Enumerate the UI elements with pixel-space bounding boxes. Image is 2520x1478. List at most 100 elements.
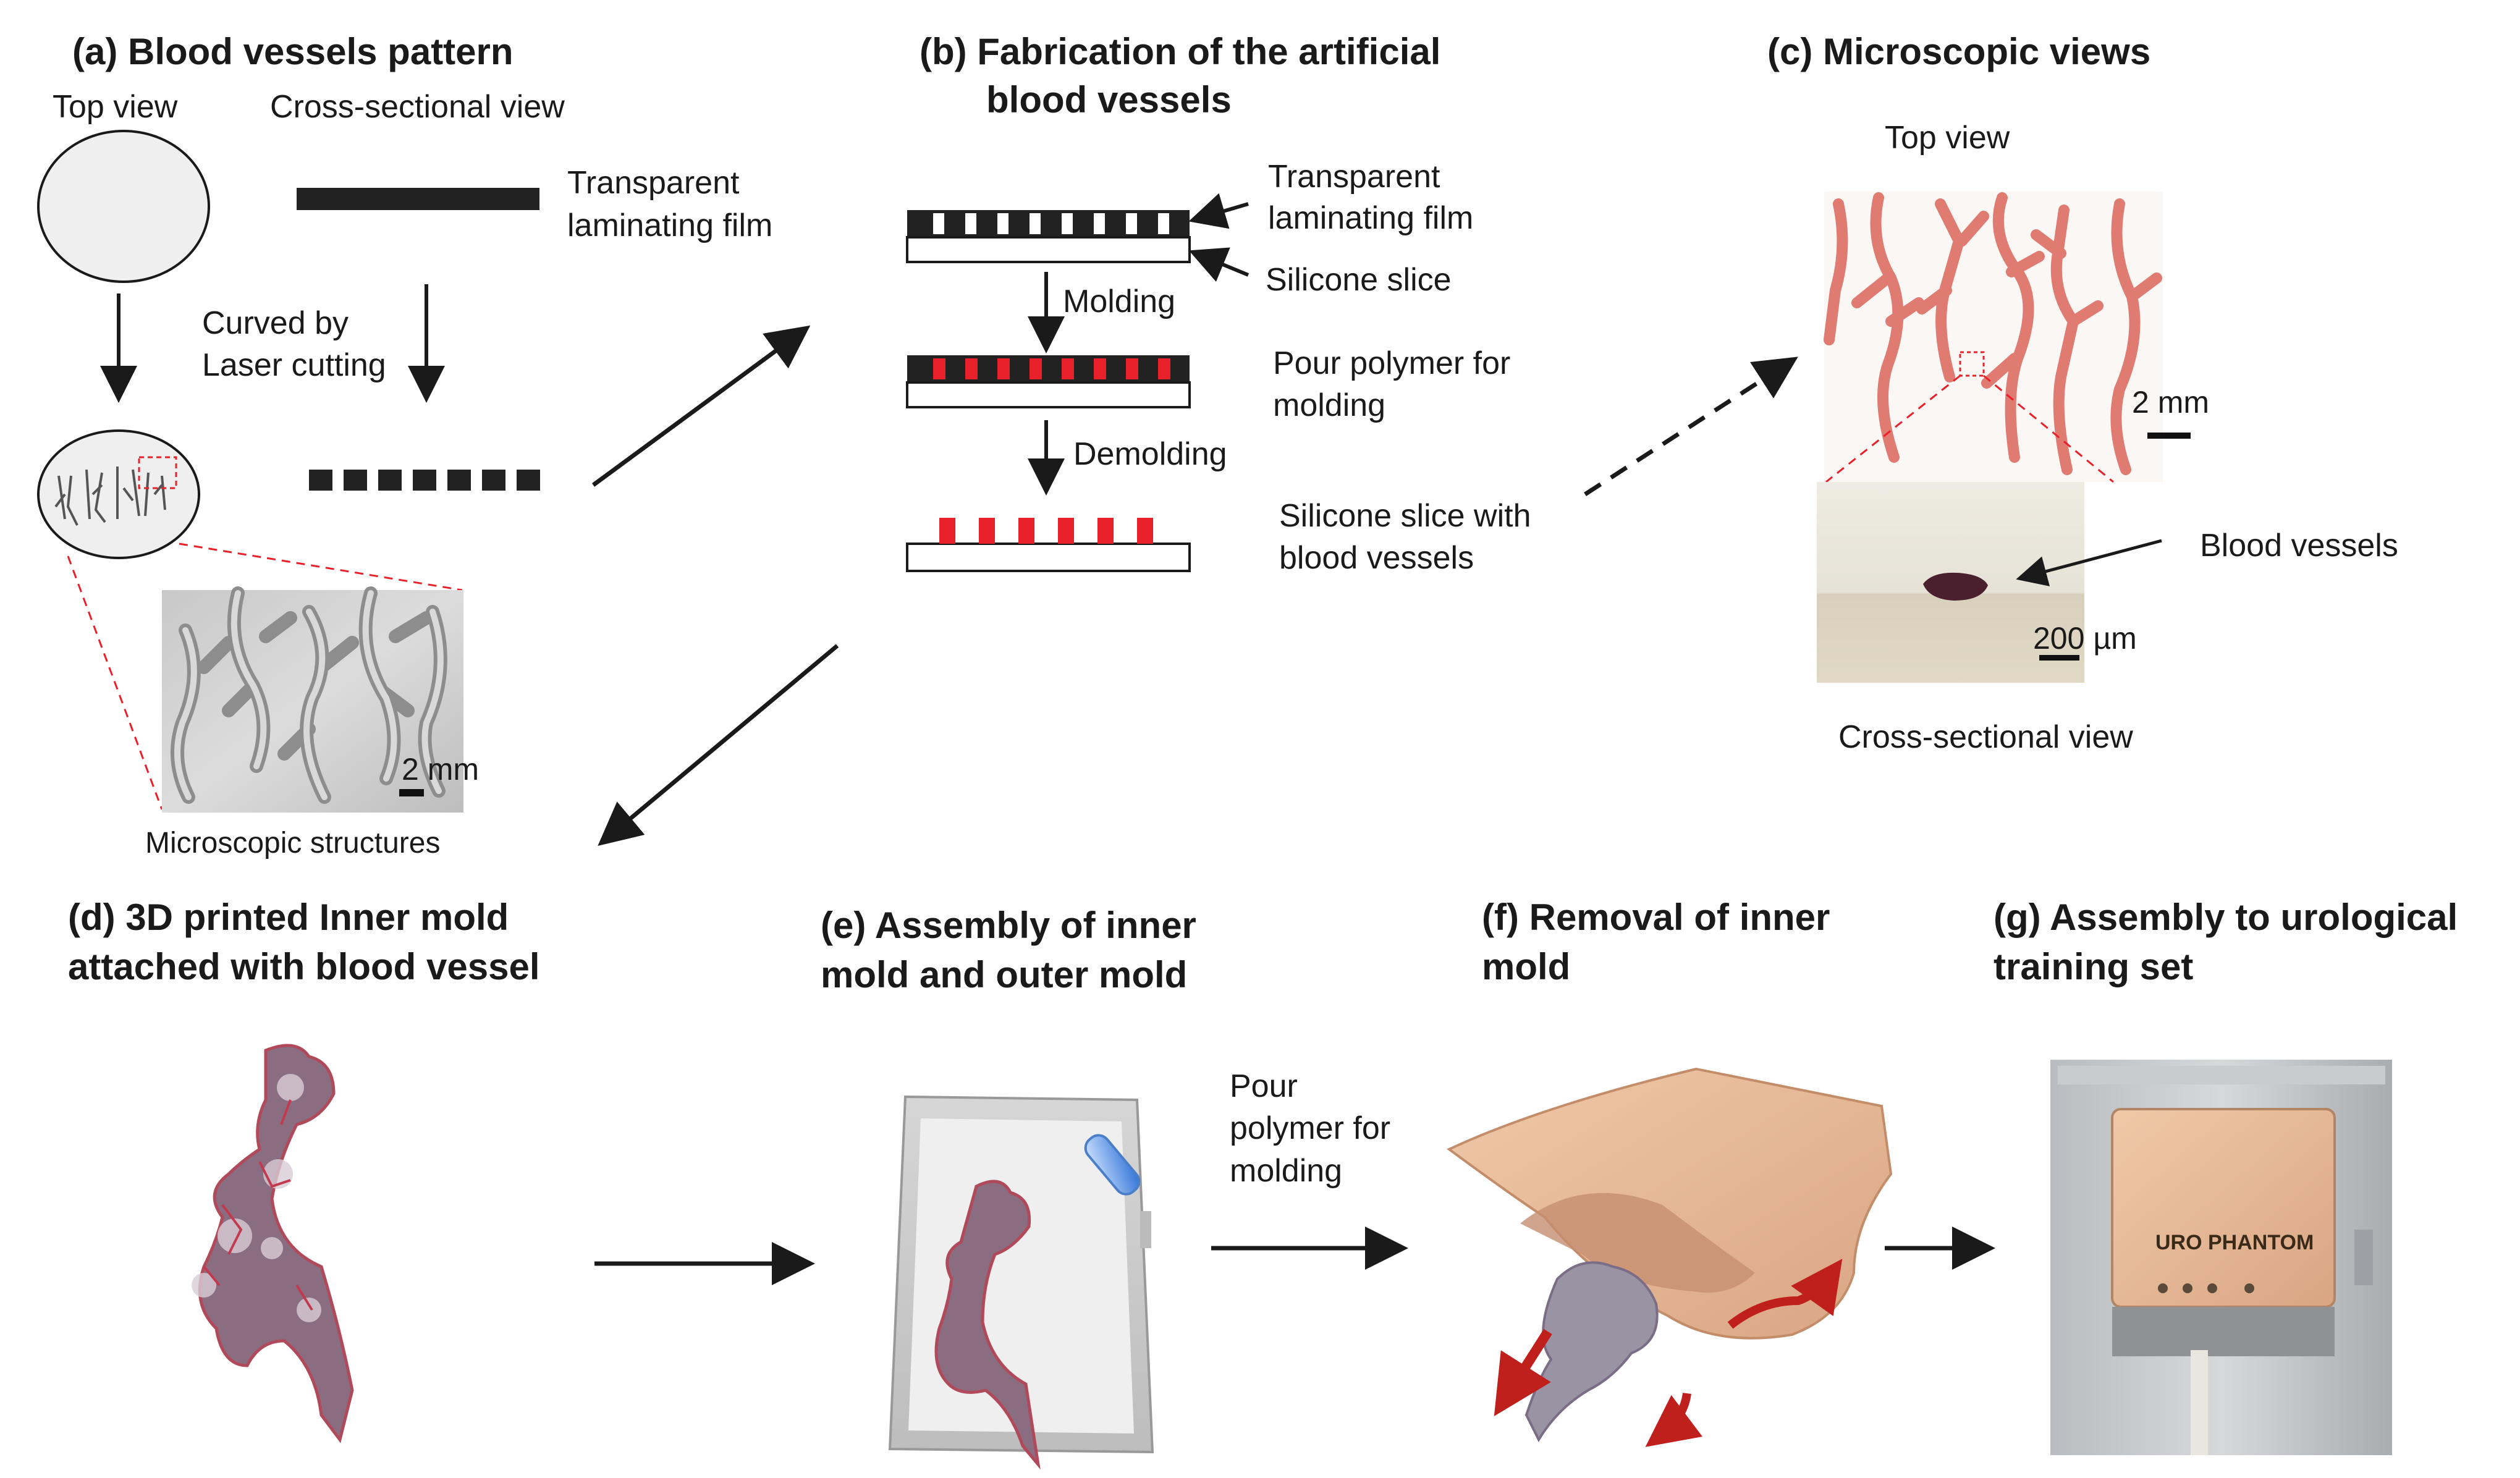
stack-film-on-silicone [906, 210, 1191, 263]
film-gap [933, 213, 944, 234]
panel-d: (d) 3D printed Inner mold attached with … [68, 897, 540, 1443]
panel-f-title-1: (f) Removal of inner [1482, 897, 1830, 938]
panel-g: (g) Assembly to urological training set … [1994, 897, 2458, 1455]
panel-f-title-2: mold [1482, 946, 1570, 987]
arrow-b-to-c [1584, 357, 1798, 496]
arrow-b-to-d [598, 644, 839, 846]
c-zoom-line-right [1983, 374, 2114, 483]
panel-c-top-view-label: Top view [1885, 120, 2010, 156]
panel-a-title: (a) Blood vessels pattern [72, 31, 514, 72]
panel-c-vessels-label: Blood vessels [2200, 528, 2398, 564]
polymer-fill [1094, 358, 1106, 379]
film-strip-block [482, 470, 505, 491]
film-strip-block [309, 470, 332, 491]
training-set-photo [2050, 1060, 2392, 1455]
vessel-block [1018, 518, 1034, 544]
outer-mold-block [1447, 1067, 1893, 1340]
vessel-block [1097, 518, 1114, 544]
disc-zoom-box [138, 456, 177, 489]
zoom-line-left [67, 555, 163, 810]
polymer-fill [1158, 358, 1170, 379]
panel-b-title-2: blood vessels [986, 79, 1232, 120]
film-gap [1030, 213, 1041, 234]
film-gap [1062, 213, 1073, 234]
arrow-a-to-b [591, 325, 811, 487]
top-view-disc [37, 130, 210, 283]
film-gap [1094, 213, 1105, 234]
panel-b-silicone-label: Silicone slice [1266, 262, 1452, 298]
panel-e-pour-label-3: molding [1230, 1153, 1342, 1189]
panel-c-scale-top: 2 mm [2132, 385, 2209, 420]
stack-poured-polymer [906, 355, 1191, 408]
cut-film-strip [309, 470, 554, 491]
panel-g-title-2: training set [1994, 946, 2193, 987]
panel-c-scale-cross: 200 µm [2033, 621, 2137, 656]
vessel-block [1058, 518, 1074, 544]
stack-vessels-on-silicone [906, 518, 1191, 572]
inner-mold-in-tray [934, 1180, 1041, 1470]
panel-b-pour-label-2: molding [1273, 387, 1385, 423]
film-strip-block [378, 470, 402, 491]
panel-e: (e) Assembly of inner mold and outer mol… [821, 905, 1390, 1470]
film-strip-block [517, 470, 540, 491]
panel-e-pour-label-1: Pour [1230, 1068, 1298, 1104]
panel-a-film-label-1: Transparent [567, 165, 740, 201]
polymer-fill [997, 358, 1010, 379]
film-gap [1158, 213, 1169, 234]
panel-c-title: (c) Microscopic views [1767, 31, 2150, 72]
microscope-image-top [1824, 192, 2163, 482]
inner-mold-model [192, 1044, 354, 1443]
zoom-line-right [179, 543, 463, 591]
film-gap [965, 213, 976, 234]
polymer-fill [933, 358, 945, 379]
film-cross-section [297, 188, 539, 210]
removal-arrows [1494, 1259, 1843, 1447]
panel-a-cross-view-label: Cross-sectional view [270, 89, 565, 125]
panel-d-title-2: attached with blood vessel [68, 946, 540, 987]
panel-b: (b) Fabrication of the artificial blood … [906, 31, 1531, 576]
panel-a-caption: Microscopic structures [145, 827, 440, 859]
arrow-blood-vessels [2016, 539, 2162, 586]
polymer-fill [1062, 358, 1074, 379]
panel-a: (a) Blood vessels pattern Top view Cross… [37, 31, 772, 859]
panel-a-cut-label-2: Laser cutting [202, 347, 386, 383]
vessel-block [1137, 518, 1153, 544]
panel-f: (f) Removal of inner mold [1447, 897, 1893, 1447]
panel-a-scale: 2 mm [402, 752, 479, 787]
panel-b-film-label-2: laminating film [1268, 200, 1473, 236]
film-strip-block [447, 470, 471, 491]
panel-c: (c) Microscopic views Top view 2 mm [1767, 31, 2398, 755]
uro-phantom-brand: URO PHANTOM [2155, 1231, 2314, 1254]
panel-e-title-2: mold and outer mold [821, 954, 1187, 995]
panel-a-top-view-label: Top view [53, 89, 178, 125]
panel-b-title-1: (b) Fabrication of the artificial [920, 31, 1440, 72]
film-gap [997, 213, 1008, 234]
panel-e-pour-label-2: polymer for [1230, 1110, 1390, 1146]
panel-c-scale-bar-top [2147, 433, 2191, 439]
panel-e-title-1: (e) Assembly of inner [821, 905, 1196, 946]
test-tube-icon [1084, 1134, 1141, 1196]
polymer-fill [1030, 358, 1042, 379]
panel-b-pour-label-1: Pour polymer for [1273, 345, 1510, 381]
panel-c-cross-view-label: Cross-sectional view [1838, 719, 2133, 755]
panel-d-title-1: (d) 3D printed Inner mold [68, 897, 509, 938]
film-strip-block [344, 470, 367, 491]
film-gap [1126, 213, 1137, 234]
panel-a-film-label-2: laminating film [567, 208, 772, 243]
polymer-fill [1126, 358, 1138, 379]
arrow-film-label [1188, 193, 1249, 229]
panel-a-cut-label-1: Curved by [202, 305, 349, 341]
film-strip-block [413, 470, 436, 491]
panel-c-scale-bar-cross [2039, 655, 2079, 661]
polymer-fill [965, 358, 978, 379]
panel-b-molding-label: Molding [1063, 284, 1175, 319]
inner-mold-removed [1524, 1261, 1659, 1443]
arrow-silicone-label [1188, 247, 1249, 282]
panel-b-result-label-1: Silicone slice with [1279, 498, 1531, 534]
panel-b-result-label-2: blood vessels [1279, 540, 1474, 576]
disc-vessel-pattern [54, 467, 166, 526]
microscope-image-a [162, 586, 463, 813]
panel-b-demolding-label: Demolding [1073, 436, 1227, 472]
panel-b-film-label-1: Transparent [1268, 159, 1440, 195]
